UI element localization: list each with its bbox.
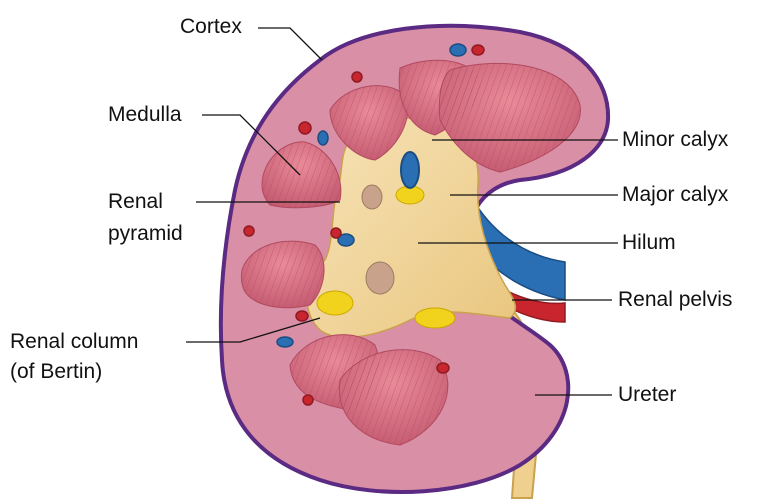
label-renal-pyramid-line2: pyramid [108, 222, 183, 246]
label-renal-pyramid-line1: Renal [108, 190, 163, 214]
label-medulla: Medulla [108, 103, 182, 127]
label-hilum: Hilum [622, 231, 676, 255]
label-ureter: Ureter [618, 383, 676, 407]
label-renal-column-line1: Renal column [10, 330, 138, 354]
label-renal-column-line2: (of Bertin) [10, 360, 102, 384]
leader-cortex [258, 28, 322, 60]
label-major-calyx: Major calyx [622, 183, 728, 207]
label-minor-calyx: Minor calyx [622, 128, 728, 152]
label-cortex: Cortex [180, 15, 242, 39]
label-renal-pelvis: Renal pelvis [618, 288, 732, 312]
